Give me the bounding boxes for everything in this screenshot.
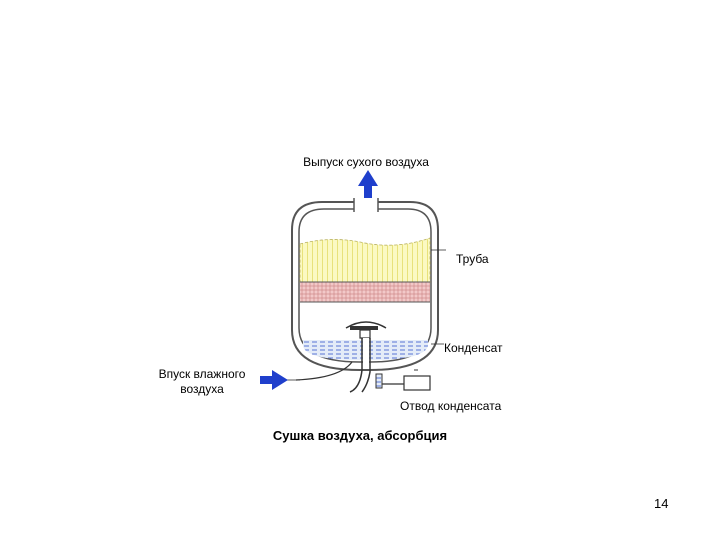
condensate-label: Конденсат [444,341,503,355]
support-grid [300,281,430,303]
dry-air-outlet-label: Выпуск сухого воздуха [303,155,429,169]
inlet-pipe-lower [295,338,371,393]
wet-air-inlet-label-line1: Впуск влажного [159,367,246,381]
diagram-caption: Сушка воздуха, абсорбция [273,428,447,443]
wet-air-arrow [260,370,288,390]
condensate-drain-label: Отвод конденсата [400,399,502,413]
desiccant-layer [299,237,431,283]
wet-air-inlet-label-line2: воздуха [180,382,224,396]
condensate-drain [375,369,431,391]
page-number: 14 [654,496,669,511]
pipe-label: Труба [456,252,489,266]
dry-air-arrow [358,170,378,198]
